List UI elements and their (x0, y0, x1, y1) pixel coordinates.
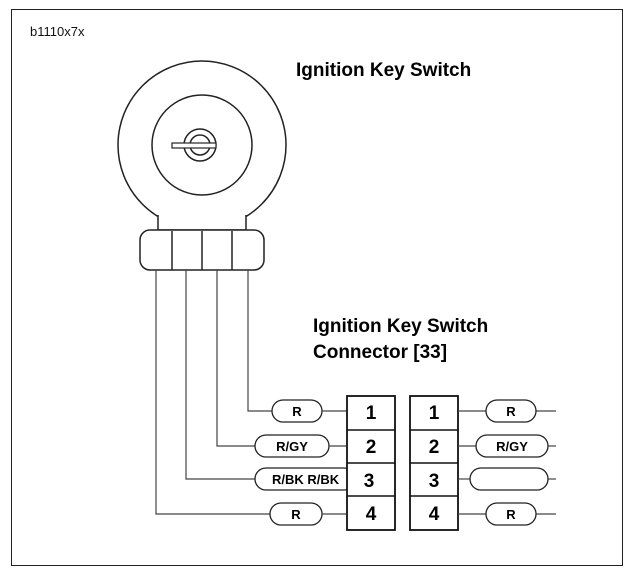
key-slot (171, 142, 217, 149)
right-wire-text-1: R (506, 404, 516, 419)
left-wire-text-3: R/BK R/BK (272, 472, 340, 487)
left-pin-1: 1 (366, 403, 377, 424)
left-wire-text-4: R (291, 507, 301, 522)
switch-terminal-block (139, 229, 265, 271)
right-wire-text-2: R/GY (496, 439, 528, 454)
left-pin-4: 4 (366, 504, 377, 525)
right-wire-label-2: R/GY (475, 434, 549, 458)
right-pin-2: 2 (429, 437, 440, 458)
right-connector-lines (458, 410, 556, 515)
connector-title-line1: Ignition Key Switch (313, 316, 489, 337)
right-wire-label-3 (469, 467, 549, 491)
right-wire-text-4: R (506, 507, 516, 522)
right-wire-label-1: R (485, 399, 537, 423)
connector-right: 1 2 3 4 (409, 395, 459, 531)
right-pin-3: 3 (429, 471, 440, 492)
connector-left: 1 2 3 4 (346, 395, 396, 531)
right-wire-label-4: R (485, 502, 537, 526)
left-wire-label-3: R/BK R/BK (254, 467, 356, 491)
right-pin-4: 4 (429, 504, 440, 525)
left-wire-text-2: R/GY (276, 439, 308, 454)
right-pin-1: 1 (429, 403, 440, 424)
wire-1 (247, 270, 275, 412)
figure-id: b1110x7x (30, 24, 85, 39)
wire-4 (155, 270, 272, 515)
right-wire-labels: R R/GY R (469, 399, 549, 526)
wire-2 (216, 270, 257, 447)
left-wire-text-1: R (292, 404, 302, 419)
switch-wires (155, 270, 275, 515)
wire-3 (185, 270, 257, 480)
left-wire-label-1: R (271, 399, 323, 423)
left-wire-label-4: R (269, 502, 323, 526)
ignition-switch (117, 60, 287, 231)
switch-neck (157, 215, 247, 231)
left-pin-2: 2 (366, 437, 377, 458)
left-wire-labels: R R/GY R/BK R/BK R (254, 399, 356, 526)
left-pin-3: 3 (364, 471, 375, 492)
label-connector-lines (322, 410, 347, 515)
diagram-title: Ignition Key Switch (296, 60, 472, 81)
connector-title-line2: Connector [33] (313, 342, 448, 363)
left-wire-label-2: R/GY (254, 434, 330, 458)
